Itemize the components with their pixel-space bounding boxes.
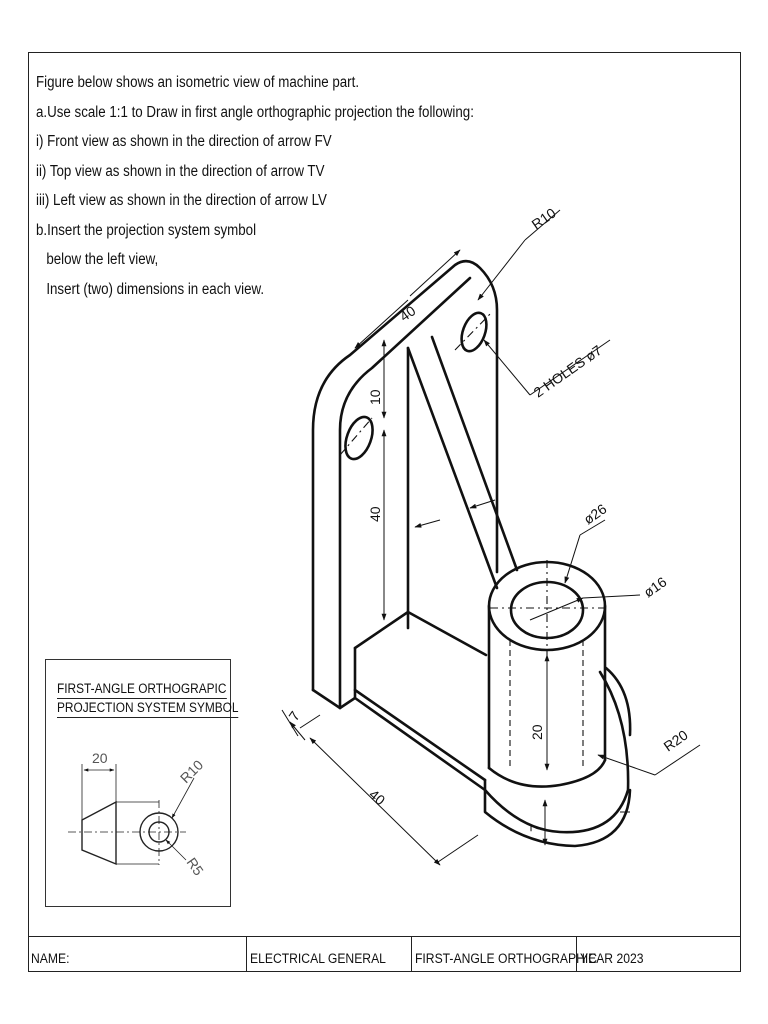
instruction-line: below the left view,: [46, 251, 159, 268]
symbol-dim-r10: R10: [177, 756, 207, 786]
dim-7-left: 7: [285, 708, 303, 724]
department-label: ELECTRICAL GENERAL: [250, 951, 386, 966]
hidden-and-center-lines: [339, 311, 605, 770]
instruction-line: iii) Left view as shown in the direction…: [36, 192, 327, 209]
projection-symbol-box: FIRST-ANGLE ORTHOGRAPIC PROJECTION SYSTE…: [45, 659, 239, 907]
dim-40-base: 40: [366, 786, 388, 808]
dim-r20: R20: [661, 726, 691, 754]
symbol-dim-20: 20: [92, 750, 108, 766]
title-block-department-cell: ELECTRICAL GENERAL: [247, 937, 412, 972]
dim-40-vertical: 40: [367, 506, 383, 522]
projection-label: FIRST-ANGLE ORTHOGRAPHIC: [415, 951, 598, 966]
symbol-labels: 20 R10 R5: [92, 750, 207, 879]
title-block-year-cell: YEAR 2023: [577, 937, 739, 972]
dim-40-top: 40: [397, 302, 419, 324]
instruction-line: a.Use scale 1:1 to Draw in first angle o…: [36, 103, 474, 121]
symbol-title-line2: PROJECTION SYSTEM SYMBOL: [57, 699, 239, 718]
symbol-dim-r5: R5: [184, 855, 207, 879]
name-label: NAME:: [31, 951, 70, 966]
dim-dia-16: ø16: [641, 573, 670, 600]
symbol-construction-lines: [68, 764, 195, 865]
dimension-lines: [281, 209, 701, 866]
drawing-sheet-border: [28, 52, 741, 972]
title-block-projection-cell: FIRST-ANGLE ORTHOGRAPHIC: [412, 937, 597, 972]
dim-20: 20: [529, 724, 545, 740]
instruction-line: i) Front view as shown in the direction …: [36, 133, 332, 150]
dim-r10: R10: [529, 204, 559, 232]
dim-10: 10: [367, 389, 383, 405]
instructions-text: Figure below shows an isometric view of …: [36, 68, 474, 304]
title-block-name-cell: NAME:: [28, 937, 247, 972]
instruction-line: b.Insert the projection system symbol: [36, 221, 257, 239]
dim-7-right: 7: [527, 824, 543, 832]
dim-dia-26: ø26: [581, 500, 610, 527]
year-label: YEAR 2023: [580, 951, 644, 966]
symbol-title: FIRST-ANGLE ORTHOGRAPIC PROJECTION SYSTE…: [57, 680, 239, 718]
instruction-line: Figure below shows an isometric view of …: [36, 74, 360, 91]
instruction-line: ii) Top view as shown in the direction o…: [36, 162, 325, 180]
instruction-line: Insert (two) dimensions in each view.: [46, 280, 265, 298]
dim-2-holes: 2 HOLES ø7: [531, 342, 605, 401]
symbol-shapes: [81, 800, 179, 866]
projection-symbol-drawing: 20 R10 R5: [68, 750, 207, 879]
part-outline: [311, 259, 632, 848]
title-block: NAME: ELECTRICAL GENERAL FIRST-ANGLE ORT…: [28, 936, 741, 972]
truncated-cone-side: [81, 800, 117, 866]
